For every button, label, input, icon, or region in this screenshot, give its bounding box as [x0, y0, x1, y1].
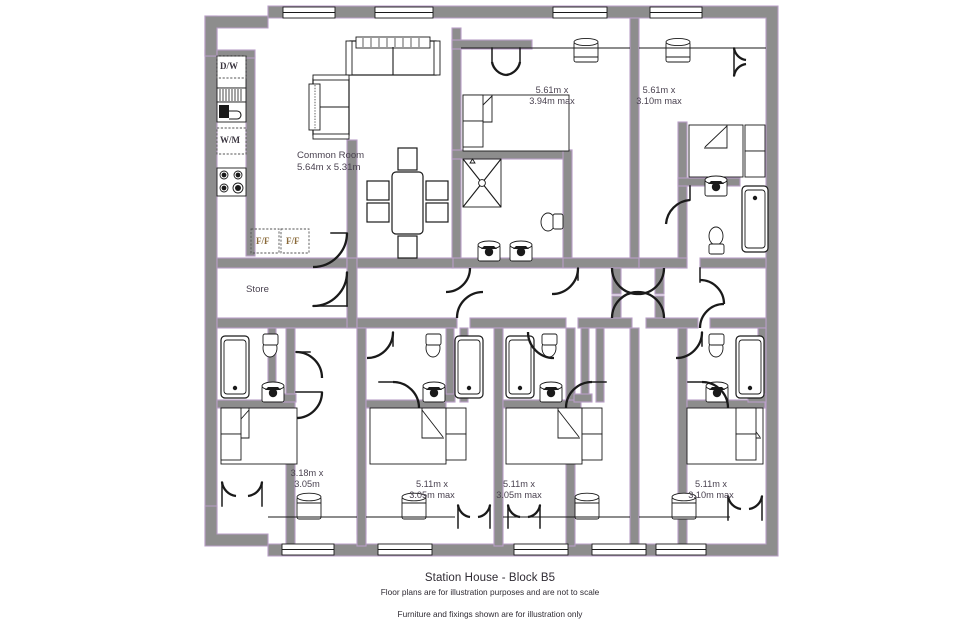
windows-layer	[281, 6, 707, 556]
kitchen-fixtures	[216, 55, 310, 254]
room-label-store: Store	[246, 284, 269, 296]
common-room-dimensions: 5.64m x 5.31m	[297, 162, 361, 173]
room-dim-common-room: 5.64m x 5.31m	[297, 162, 360, 174]
room-dim-bedroom-4-line2: 3.05m max	[409, 490, 455, 500]
room-dim-bedroom-1-line2: 3.94m max	[529, 96, 575, 106]
room-dim-bedroom-4-line1: 5.11m x	[416, 479, 448, 489]
corridor-doors	[445, 267, 726, 329]
appliance-label-fridge-freezer-1: F/F	[256, 236, 270, 246]
appliance-label-washing-machine: W/M	[220, 135, 240, 145]
bedroom-1-furniture	[462, 37, 599, 262]
room-dim-bedroom-6-line2: 3.10m max	[688, 490, 734, 500]
plan-disclaimer-scale: Floor plans are for illustration purpose…	[380, 587, 600, 597]
room-dim-bedroom-2-line1: 5.61m x	[642, 85, 676, 95]
room-dim-bedroom-3-line2: 3.05m	[294, 479, 320, 489]
common-room-name: Common Room	[297, 150, 365, 161]
room-label-common-room: Common Room	[297, 150, 364, 162]
store-doors	[312, 232, 349, 308]
room-dim-bedroom-2-line2: 3.10m max	[636, 96, 682, 106]
bedroom-5-furniture	[503, 331, 630, 529]
common-room-furniture	[308, 36, 449, 259]
bedroom-4-furniture	[366, 331, 492, 529]
store-name: Store	[246, 284, 269, 295]
plan-disclaimer-furniture: Furniture and fixings shown are for illu…	[397, 609, 583, 619]
bedroom-6-furniture	[639, 331, 765, 521]
room-dim-bedroom-3-line1: 3.18m x	[290, 468, 324, 478]
appliance-label-dishwasher: D/W	[220, 61, 238, 71]
room-dim-bedroom-1-line1: 5.61m x	[535, 85, 569, 95]
bedroom-3-furniture	[220, 333, 357, 520]
bedroom-2-furniture	[664, 37, 769, 255]
room-dim-bedroom-5-line1: 5.11m x	[503, 479, 535, 489]
room-dim-bedroom-5-line2: 3.05m max	[496, 490, 542, 500]
appliance-label-fridge-freezer-2: F/F	[286, 236, 300, 246]
room-dim-bedroom-6-line1: 5.11m x	[695, 479, 727, 489]
plan-title: Station House - Block B5	[424, 572, 556, 584]
